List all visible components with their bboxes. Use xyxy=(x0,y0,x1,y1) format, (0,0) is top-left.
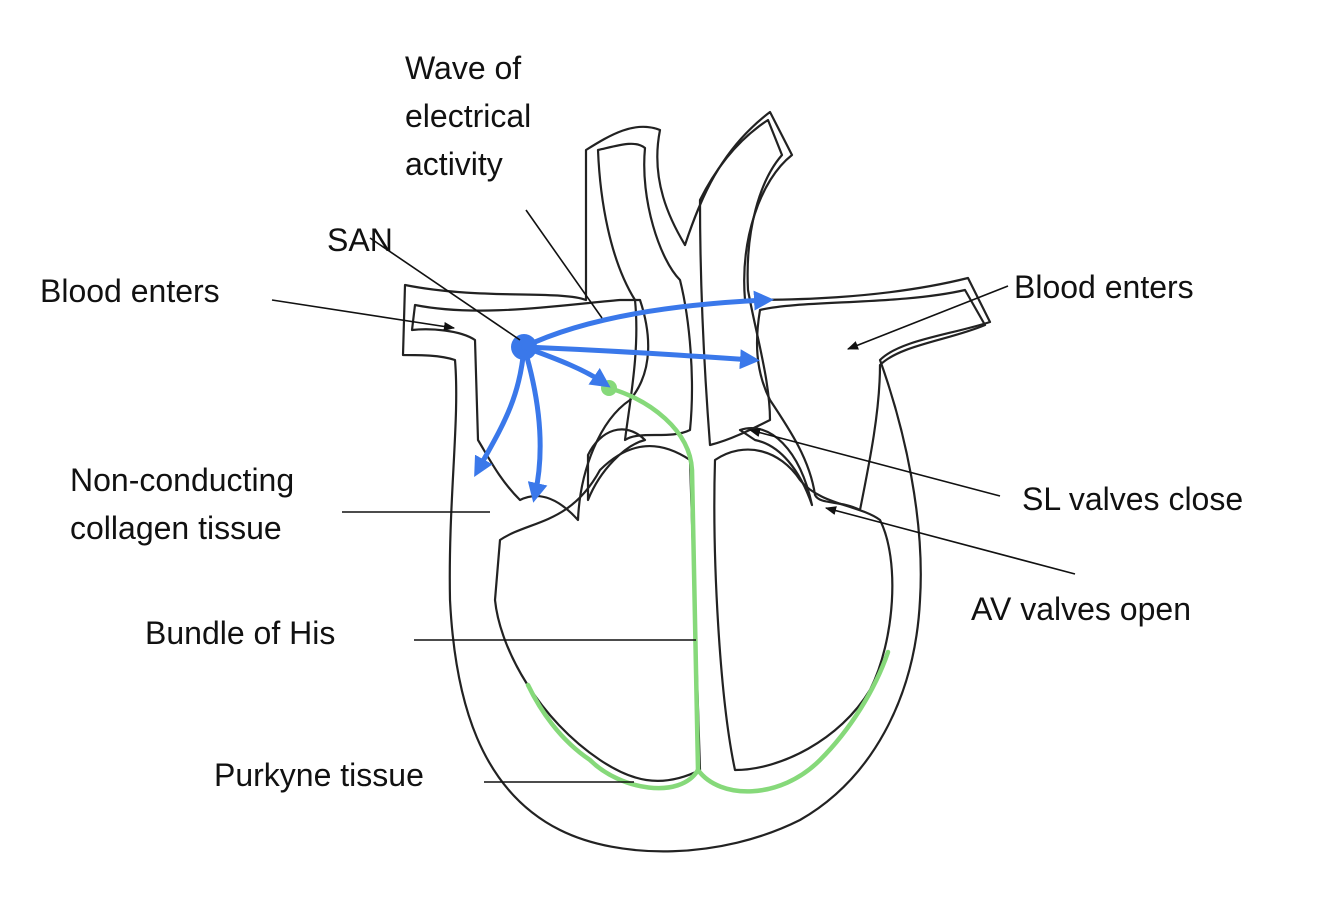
label-sl-valves-close: SL valves close xyxy=(1022,481,1244,517)
label-wave-line-3: activity xyxy=(405,146,503,182)
valve-left xyxy=(738,427,814,507)
label-blood-enters-left: Blood enters xyxy=(40,273,220,309)
label-bundle-of-his: Bundle of His xyxy=(145,615,336,651)
conducting-tissue xyxy=(525,380,891,794)
label-av-valves-open: AV valves open xyxy=(971,591,1191,627)
heart-outer-wall xyxy=(401,110,992,853)
label-san: SAN xyxy=(327,222,393,258)
label-wave-line-2: electrical xyxy=(405,98,532,134)
label-non-conducting-line-1: Non-conducting xyxy=(70,462,295,498)
label-wave-line-1: Wave of xyxy=(405,50,522,86)
leader-lines xyxy=(271,209,1076,783)
aorta xyxy=(698,118,784,447)
label-non-conducting-line-2: collagen tissue xyxy=(70,510,282,546)
valve-right xyxy=(586,428,647,502)
label-blood-enters-right: Blood enters xyxy=(1014,269,1194,305)
left-ventricle xyxy=(713,448,894,772)
label-purkyne-tissue: Purkyne tissue xyxy=(214,757,424,793)
label-non-conducting-collagen: Non-conducting collagen tissue xyxy=(70,456,294,552)
left-atrium xyxy=(755,288,987,512)
pulmonary-artery xyxy=(596,142,694,442)
label-wave-of-electrical-activity: Wave of electrical activity xyxy=(405,44,531,188)
right-atrium xyxy=(410,298,650,522)
electrical-wave xyxy=(474,290,774,503)
right-ventricle xyxy=(493,444,702,782)
